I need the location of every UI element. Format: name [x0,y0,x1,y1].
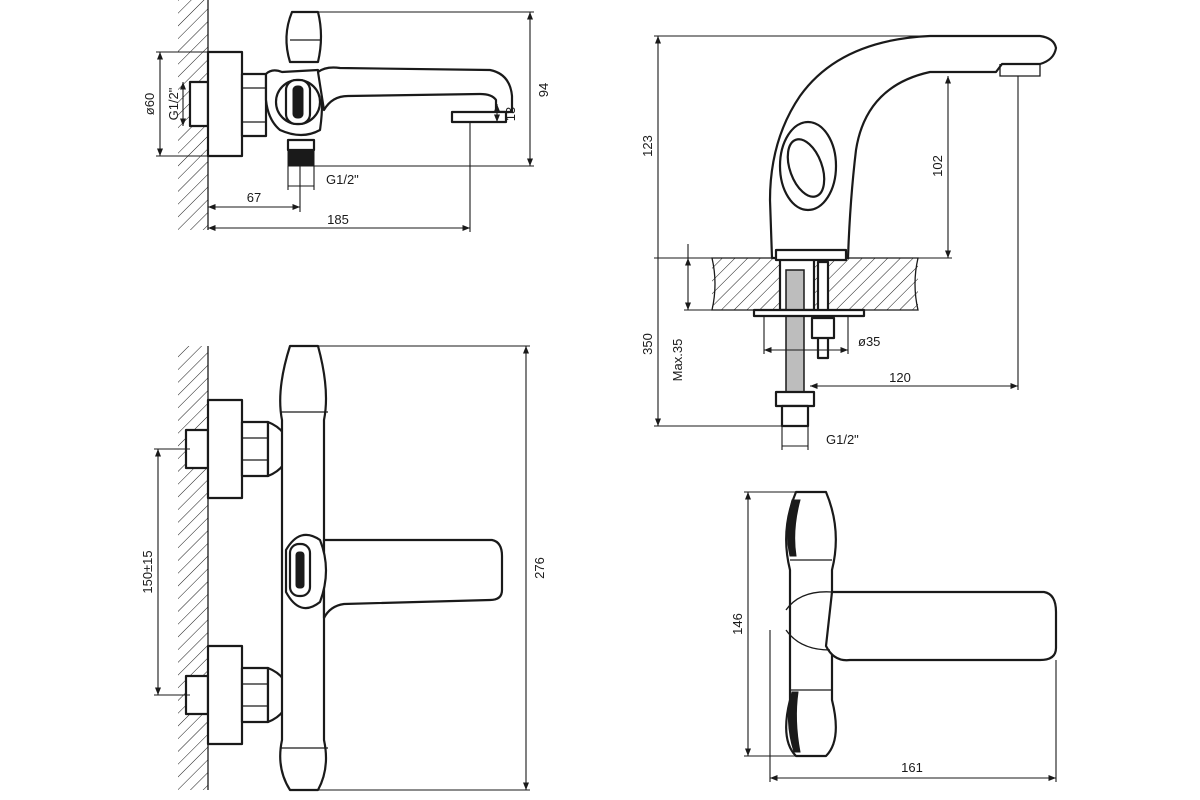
dim-top-reach: 161 [901,760,923,775]
dim-hole-dia: ø35 [858,334,880,349]
basin-mixer-side-view: 123 102 350 Max.35 ø35 120 G1/2" [640,34,1058,450]
dim-front-height: 276 [532,557,547,579]
dim-wall-dia: ø60 [142,93,157,115]
dim-spout-height: 94 [536,83,551,97]
dim-top-depth: 146 [730,613,745,635]
dim-hose-thread: G1/2" [826,432,859,447]
dim-hose-length: 350 [640,333,655,355]
dim-bottom-thread: G1/2" [326,172,359,187]
top-view: 146 161 [730,490,1058,782]
dim-spout-drop: 13 [503,107,518,121]
bath-mixer-side-view: ø60 G1/2" 94 13 G1/2" 67 185 [142,0,551,232]
dim-center-distance: 150±15 [140,550,155,593]
dim-offset: 67 [247,190,261,205]
dim-total-reach: 185 [327,212,349,227]
dim-basin-height: 123 [640,135,655,157]
wall-hatch-front [178,346,208,790]
bath-mixer-front-view: 276 150±15 [140,344,547,792]
dim-basin-spout-height: 102 [930,155,945,177]
dim-basin-reach: 120 [889,370,911,385]
dim-wall-thread: G1/2" [166,87,181,120]
dim-max-thickness: Max.35 [670,339,685,382]
